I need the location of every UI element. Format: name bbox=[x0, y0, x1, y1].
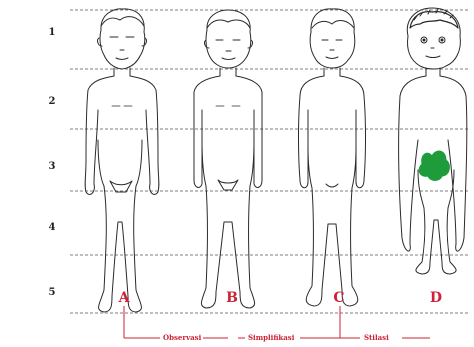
figure-letter-a: A bbox=[113, 290, 135, 306]
figure-letter-b: B bbox=[221, 290, 243, 306]
figure-b bbox=[194, 10, 262, 308]
stage-label-observasi: Observasi bbox=[161, 333, 203, 342]
figure-a bbox=[85, 9, 159, 312]
stage-label-simplifikasi: Simplifikasi bbox=[246, 333, 296, 342]
figure-d bbox=[399, 8, 467, 274]
green-leaf-mark bbox=[419, 151, 449, 180]
figure-c bbox=[299, 9, 366, 306]
stage-label-stilasi: Stilasi bbox=[362, 333, 391, 342]
figure-letter-c: C bbox=[328, 290, 350, 306]
figure-letter-d: D bbox=[425, 290, 447, 306]
